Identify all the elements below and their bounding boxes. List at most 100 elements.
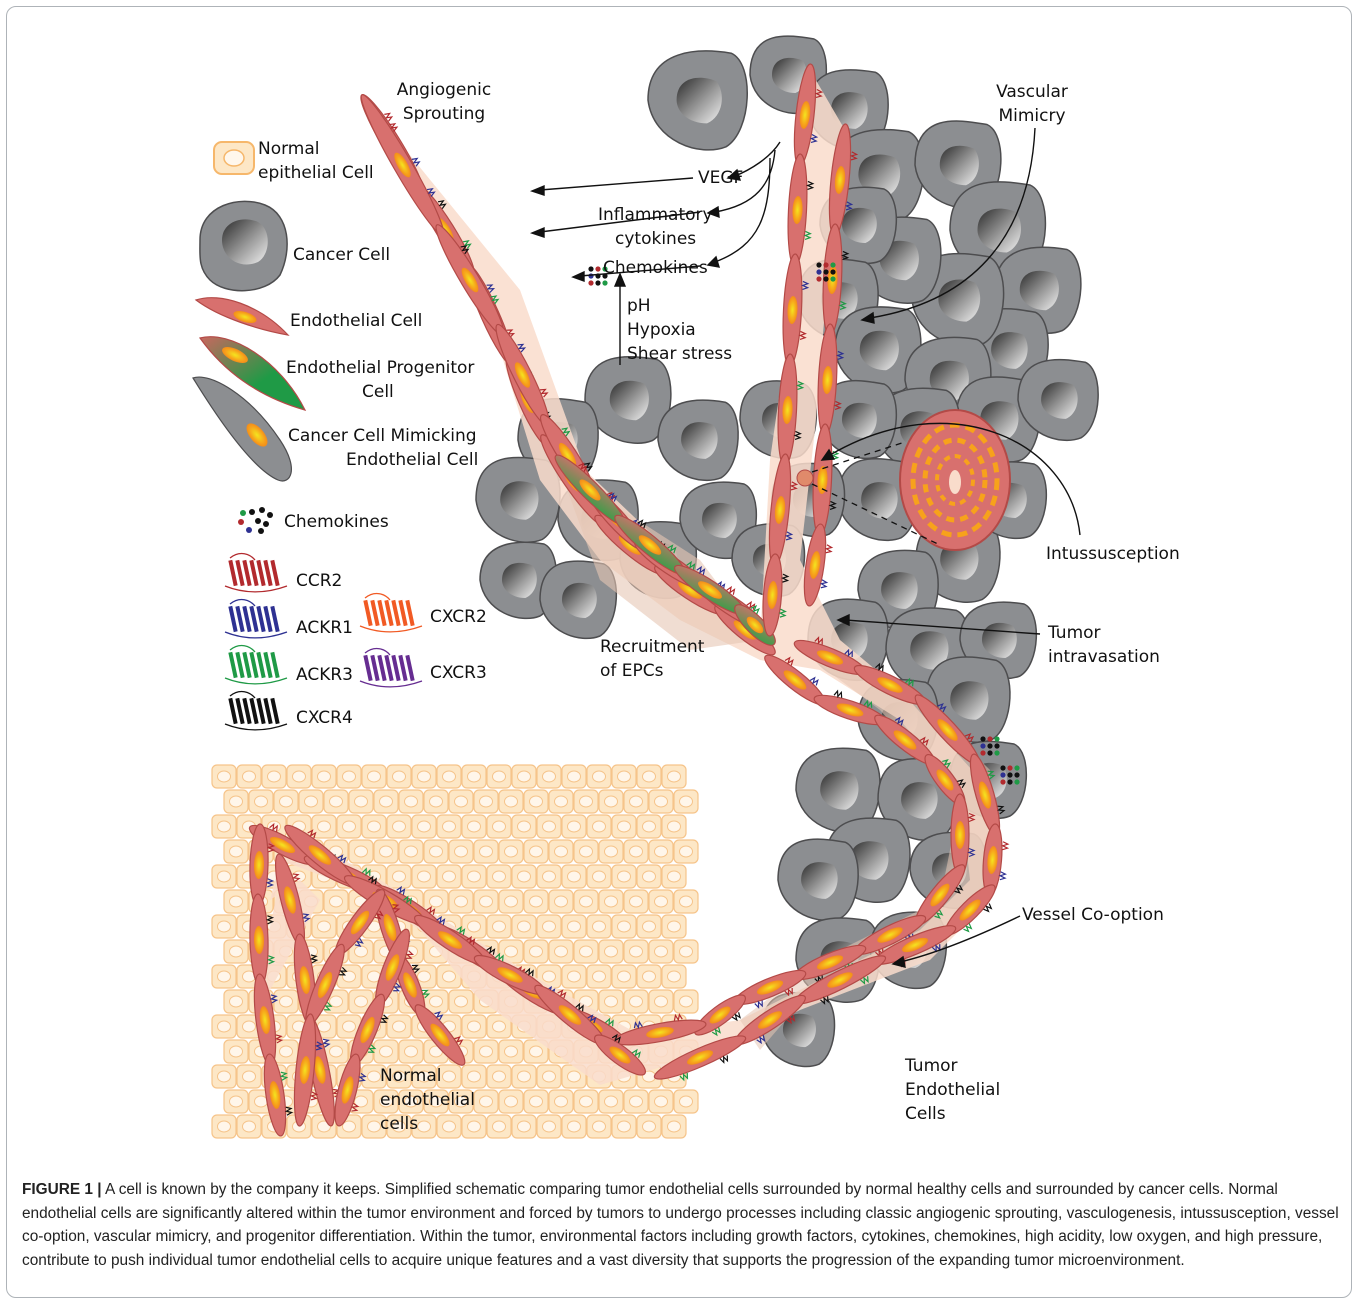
epithelial-cell: [599, 1090, 623, 1113]
chemokine-dot: [1007, 765, 1012, 770]
legend-cxcr3: CXCR3: [430, 661, 487, 685]
cancer-cell: [648, 51, 747, 150]
epithelial-cell: [462, 865, 486, 888]
epithelial-cell: [274, 790, 298, 813]
epithelial-cell: [537, 815, 561, 838]
epithelial-cell: [412, 765, 436, 788]
epithelial-cell: [599, 840, 623, 863]
epithelial-cell: [524, 940, 548, 963]
legend-cxcr4: CXCR4: [296, 706, 353, 730]
legend-ackr1: ACKR1: [296, 616, 353, 640]
epithelial-cell: [562, 915, 586, 938]
recruitment-line1: Recruitment: [600, 635, 704, 659]
chemokines-signal-label: Chemokines: [603, 256, 708, 280]
epithelial-cell: [574, 940, 598, 963]
epithelial-cell: [487, 865, 511, 888]
epithelial-cell: [462, 1065, 486, 1088]
epithelial-cell: [549, 840, 573, 863]
epithelial-cell: [462, 1015, 486, 1038]
epithelial-cell: [499, 840, 523, 863]
epithelial-cell: [562, 765, 586, 788]
epithelial-cell: [374, 1040, 398, 1063]
epithelial-cell: [224, 1090, 248, 1113]
epithelial-cell: [574, 890, 598, 913]
normal-endothelial-line2: endothelial: [380, 1088, 475, 1112]
receptor-icon: [225, 692, 287, 730]
epithelial-cell: [562, 815, 586, 838]
normal-endothelial-line3: cells: [380, 1112, 418, 1136]
epithelial-cell: [299, 790, 323, 813]
epithelial-cell: [212, 1115, 236, 1138]
epithelial-cell: [274, 990, 298, 1013]
epithelial-cell: [574, 1090, 598, 1113]
epithelial-cell: [612, 965, 636, 988]
epithelial-cell: [474, 840, 498, 863]
epithelial-cell: [649, 840, 673, 863]
chemokine-dot: [994, 736, 999, 741]
chemokine-dot: [1014, 765, 1019, 770]
epithelial-cell: [462, 765, 486, 788]
epithelial-cell: [224, 790, 248, 813]
epithelial-cell: [449, 840, 473, 863]
receptor-icon: [225, 554, 287, 592]
epithelial-cell: [537, 1115, 561, 1138]
epithelial-cell: [562, 965, 586, 988]
epithelial-cell: [599, 790, 623, 813]
caption-text: A cell is known by the company it keeps.…: [22, 1181, 1339, 1269]
inflammatory-line1: Inflammatory: [598, 203, 713, 227]
epithelial-cell: [462, 815, 486, 838]
cancer-cell: [778, 839, 858, 920]
epithelial-cell: [574, 840, 598, 863]
epithelial-cell: [649, 940, 673, 963]
epithelial-cell: [599, 940, 623, 963]
epithelial-cell: [624, 990, 648, 1013]
epithelial-cell: [474, 790, 498, 813]
epithelial-cell: [587, 1115, 611, 1138]
epithelial-cell: [512, 1115, 536, 1138]
epithelial-cell: [437, 815, 461, 838]
epithelial-cell: [387, 815, 411, 838]
chemokine-dot: [823, 269, 828, 274]
epithelial-cell: [537, 765, 561, 788]
chemokine-dot: [1007, 772, 1012, 777]
legend-cancer-cell: Cancer Cell: [293, 243, 390, 267]
epithelial-cell: [212, 1015, 236, 1038]
epithelial-cell: [449, 890, 473, 913]
epithelial-cell: [487, 815, 511, 838]
epithelial-cell: [249, 790, 273, 813]
epithelial-cell: [362, 815, 386, 838]
epithelial-cell: [674, 890, 698, 913]
chemokine-dot: [595, 266, 600, 271]
epithelial-cell: [549, 1090, 573, 1113]
chemokine-dot: [980, 736, 985, 741]
vascular-mimicry-line2: Mimicry: [992, 104, 1072, 128]
chemokine-dot: [602, 280, 607, 285]
legend-cxcr2: CXCR2: [430, 605, 487, 629]
chemokine-dot: [987, 736, 992, 741]
epithelial-cell: [524, 890, 548, 913]
epithelial-cell: [612, 815, 636, 838]
epithelial-cell: [487, 1115, 511, 1138]
chemokine-dot: [816, 276, 821, 281]
epithelial-cell: [612, 765, 636, 788]
legend-epc-line1: Endothelial Progenitor: [286, 356, 474, 380]
epithelial-cell: [674, 1090, 698, 1113]
epithelial-cell: [624, 790, 648, 813]
legend-epc-line2: Cell: [362, 380, 394, 404]
epithelial-cell: [487, 765, 511, 788]
epithelial-cell: [349, 840, 373, 863]
epithelial-cell: [624, 940, 648, 963]
angiogenic-sprouting-line1: Angiogenic: [392, 78, 496, 102]
epithelial-cell: [437, 765, 461, 788]
chemokine-dot: [816, 269, 821, 274]
epithelial-cell: [412, 815, 436, 838]
epithelial-cell: [487, 915, 511, 938]
receptor-icon: [225, 600, 287, 638]
ph-label: pH: [627, 294, 651, 318]
chemokine-dot: [1000, 779, 1005, 784]
epithelial-cell: [437, 865, 461, 888]
epithelial-cell: [449, 990, 473, 1013]
epithelial-cell: [224, 840, 248, 863]
tumor-endothelial-line3: Cells: [905, 1102, 946, 1126]
chemokine-dot: [1000, 765, 1005, 770]
